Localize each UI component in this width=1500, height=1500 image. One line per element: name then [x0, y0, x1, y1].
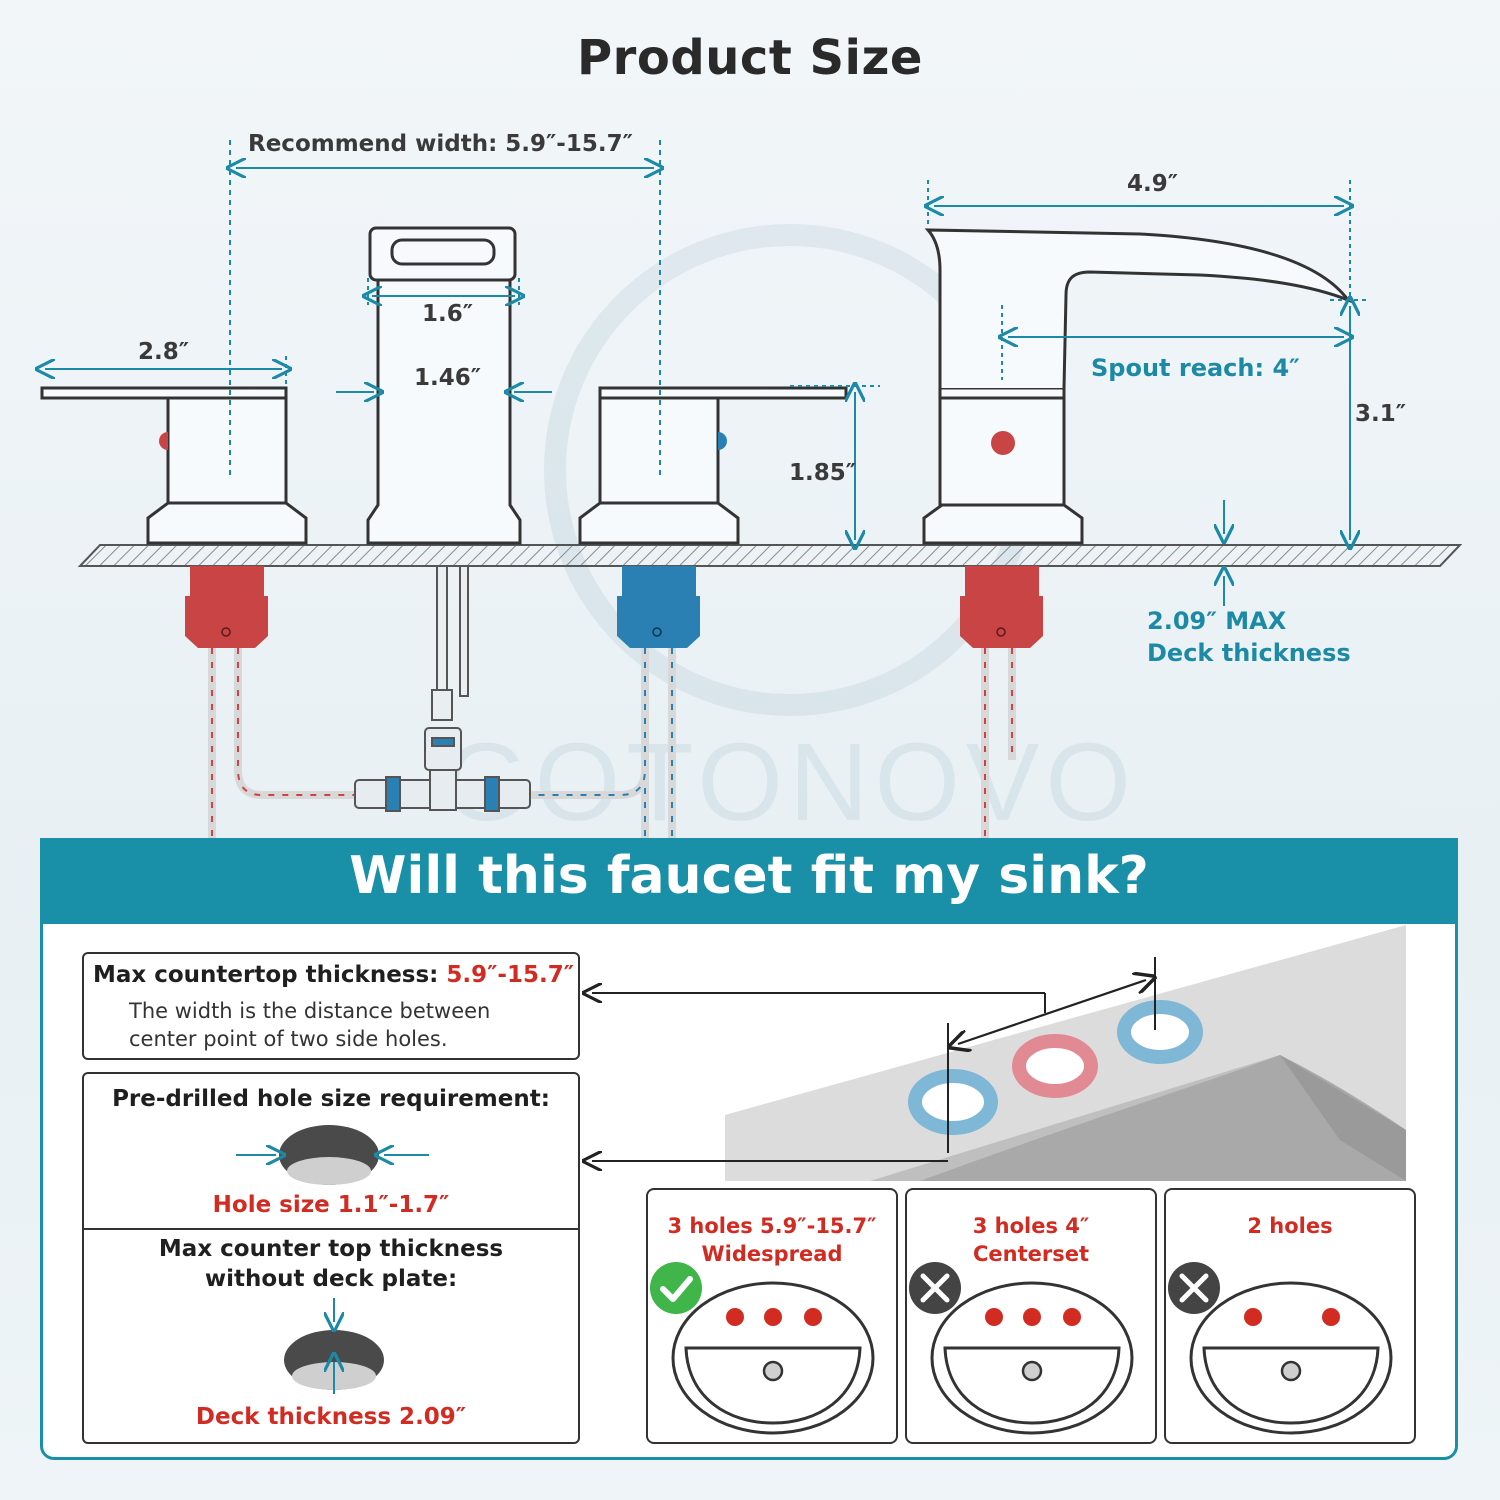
- countertop-thickness-label: Max countertop thickness:: [93, 962, 439, 988]
- option-card-centerset: 3 holes 4″ Centerset: [905, 1188, 1157, 1444]
- hole-size-heading: Pre-drilled hole size requirement:: [112, 1086, 550, 1112]
- recommend-width-label: Recommend width: 5.9″-15.7″: [248, 131, 633, 157]
- deck-thickness-diagram: [284, 1298, 384, 1394]
- popup-drain: [366, 226, 522, 545]
- cross-icon: [909, 1262, 961, 1314]
- spout-length-label: 4.9″: [1127, 171, 1179, 197]
- hot-indicator-left: [159, 432, 168, 450]
- check-icon: [650, 1262, 702, 1314]
- countertop-description-line2: center point of two side holes.: [129, 1027, 448, 1051]
- cross-icon: [1168, 1262, 1220, 1314]
- waterfall-spout: [922, 228, 1353, 545]
- deck-heading-line2: without deck plate:: [204, 1266, 458, 1292]
- divider: [84, 1228, 578, 1230]
- countertop-thickness-box: Max countertop thickness: 5.9″-15.7″ The…: [82, 952, 580, 1060]
- option-widespread-line2: Widespread: [701, 1242, 843, 1266]
- spout-height-label: 3.1″: [1355, 401, 1407, 427]
- hot-valve-left: [185, 566, 268, 648]
- countertop-thickness-value: 5.9″-15.7″: [446, 962, 574, 988]
- option-card-widespread: 3 holes 5.9″-15.7″ Widespread: [646, 1188, 898, 1444]
- hot-valve-spout: [960, 566, 1043, 648]
- tee-connector: [354, 727, 531, 812]
- handle-height-label: 1.85″: [789, 460, 857, 486]
- hole-requirements-box: Pre-drilled hole size requirement: Hole …: [82, 1072, 580, 1444]
- countertop-description-line1: The width is the distance between: [129, 999, 491, 1023]
- deck-heading-line1: Max counter top thickness: [158, 1236, 504, 1262]
- option-card-two-holes: 2 holes: [1164, 1188, 1416, 1444]
- sink-widespread-diagram: [650, 1262, 875, 1435]
- left-handle: [40, 386, 308, 545]
- option-centerset-line2: Centerset: [972, 1242, 1090, 1266]
- dimension-lines: [45, 140, 1370, 606]
- watermark-text: GOTONOVO: [443, 721, 1137, 840]
- deck-thickness-label: Deck thickness: [1147, 639, 1351, 667]
- right-handle: [578, 386, 848, 545]
- spout-reach-label: Spout reach: 4″: [1091, 354, 1300, 382]
- lift-rod: [431, 565, 469, 721]
- drain-top-width-label: 1.6″: [422, 301, 474, 327]
- hot-indicator-spout: [991, 431, 1015, 455]
- watermark-logo: GOTONOVO: [443, 224, 1137, 840]
- countertop-deck: [77, 544, 1463, 567]
- handle-length-label: 2.8″: [138, 339, 190, 365]
- sink-centerset-diagram: [909, 1262, 1134, 1435]
- braided-hoses: [208, 648, 1016, 838]
- hole-size-diagram: [236, 1125, 429, 1185]
- fit-section-title: Will this faucet fit my sink?: [349, 846, 1149, 906]
- cold-valve-right: [617, 566, 700, 648]
- option-two-holes-line1: 2 holes: [1247, 1214, 1333, 1238]
- deck-thickness-value-label: Deck thickness 2.09″: [195, 1404, 467, 1430]
- fit-section-header-bar: [40, 838, 1458, 924]
- faucet-dimension-drawing: GOTONOVO: [0, 140, 1463, 840]
- option-widespread-line1: 3 holes 5.9″-15.7″: [667, 1214, 877, 1238]
- drain-body-width-label: 1.46″: [414, 365, 482, 391]
- cold-indicator-right: [718, 432, 727, 450]
- option-centerset-line1: 3 holes 4″: [972, 1214, 1090, 1238]
- countertop-illustration: [580, 925, 1406, 1181]
- sink-two-holes-diagram: [1168, 1262, 1393, 1435]
- deck-thickness-max-label: 2.09″ MAX: [1147, 607, 1287, 635]
- hole-size-label: Hole size 1.1″-1.7″: [212, 1192, 450, 1218]
- page-title: Product Size: [577, 30, 923, 86]
